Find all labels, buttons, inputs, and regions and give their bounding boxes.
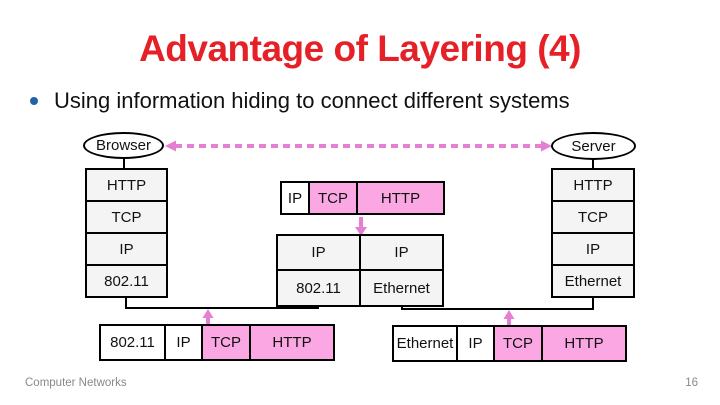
router-80211: 802.11 bbox=[276, 269, 361, 307]
mid-packet: IP TCP HTTP bbox=[280, 181, 445, 215]
bullet-icon bbox=[30, 97, 38, 105]
right-protocol-stack: HTTP TCP IP Ethernet bbox=[551, 168, 635, 298]
br-packet-ethernet: Ethernet bbox=[392, 325, 458, 362]
right-stack-ethernet: Ethernet bbox=[551, 264, 635, 298]
router-ip-left: IP bbox=[276, 234, 361, 271]
server-node: Server bbox=[551, 132, 636, 160]
router-ethernet: Ethernet bbox=[359, 269, 444, 307]
left-stack-http: HTTP bbox=[85, 168, 168, 202]
right-up-arrowhead-icon bbox=[503, 310, 515, 319]
page-number: 16 bbox=[685, 377, 698, 389]
router-node: IP IP 802.11 Ethernet bbox=[276, 234, 444, 307]
right-stack-tcp: TCP bbox=[551, 200, 635, 234]
left-protocol-stack: HTTP TCP IP 802.11 bbox=[85, 168, 168, 298]
bottom-right-packet: Ethernet IP TCP HTTP bbox=[392, 325, 627, 362]
bullet-row: Using information hiding to connect diff… bbox=[30, 87, 570, 115]
mid-packet-tcp: TCP bbox=[308, 181, 358, 215]
left-arrowhead-icon bbox=[165, 140, 176, 152]
bl-packet-tcp: TCP bbox=[201, 324, 251, 361]
right-stack-http: HTTP bbox=[551, 168, 635, 202]
br-packet-http: HTTP bbox=[541, 325, 627, 362]
br-packet-tcp: TCP bbox=[493, 325, 543, 362]
bl-packet-80211: 802.11 bbox=[99, 324, 166, 361]
footer-text: Computer Networks bbox=[25, 377, 127, 389]
browser-node: Browser bbox=[83, 132, 164, 159]
router-ip-right: IP bbox=[359, 234, 444, 271]
mid-packet-ip: IP bbox=[280, 181, 310, 215]
br-packet-ip: IP bbox=[456, 325, 495, 362]
mid-packet-http: HTTP bbox=[356, 181, 445, 215]
right-stack-ip: IP bbox=[551, 232, 635, 266]
bl-packet-http: HTTP bbox=[249, 324, 335, 361]
slide-title: Advantage of Layering (4) bbox=[139, 28, 581, 69]
bl-packet-ip: IP bbox=[164, 324, 203, 361]
bullet-text: Using information hiding to connect diff… bbox=[54, 88, 570, 113]
left-stack-80211: 802.11 bbox=[85, 264, 168, 298]
left-stack-tcp: TCP bbox=[85, 200, 168, 234]
left-stack-ip: IP bbox=[85, 232, 168, 266]
bottom-left-packet: 802.11 IP TCP HTTP bbox=[99, 324, 335, 361]
left-up-arrowhead-icon bbox=[202, 309, 214, 318]
